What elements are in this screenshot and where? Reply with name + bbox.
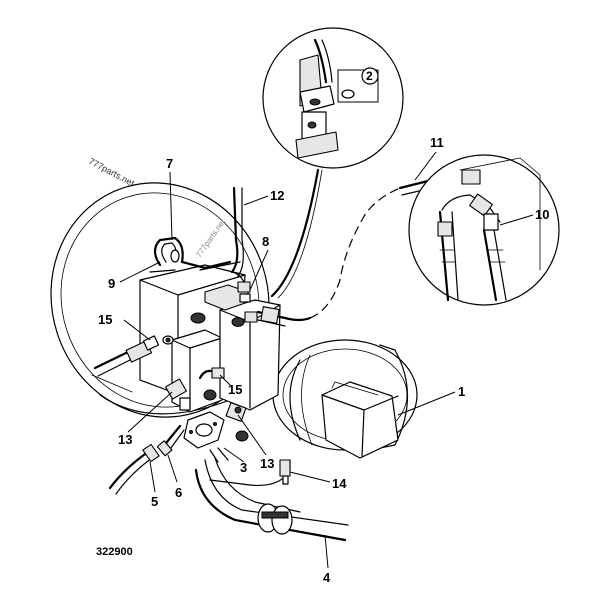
leader-lines [119, 151, 534, 569]
hoses-item-5-6 [108, 424, 185, 495]
fitting-item-14 [279, 459, 291, 485]
motor-valve-blocks [139, 264, 281, 442]
callout-2-inset: 2 [366, 69, 373, 83]
inset-pointer-top [270, 168, 320, 298]
watermark-text-faint: 777parts.net [194, 217, 227, 259]
fittings-item-13 [165, 378, 247, 422]
callout-3: 3 [240, 460, 247, 475]
callout-10: 10 [535, 207, 549, 222]
callout-6: 6 [175, 485, 182, 500]
callout-14: 14 [332, 476, 347, 491]
callout-15-left: 15 [98, 312, 112, 327]
callout-1: 1 [458, 384, 465, 399]
callout-15-lower: 15 [228, 382, 242, 397]
flange-item-3 [183, 411, 225, 449]
fitting-item-15-lower [198, 367, 225, 380]
hub-cap-block [321, 381, 399, 459]
callout-8: 8 [262, 234, 269, 249]
callout-7: 7 [166, 156, 173, 171]
pipe-loop-item-7 [149, 236, 241, 273]
fitting-item-8 [237, 281, 258, 323]
inset-pointer-top-edge [277, 169, 323, 299]
left-hose-assembly [93, 335, 160, 377]
lower-hose-bundle-item-4 [194, 447, 349, 542]
inset-detail-right [408, 154, 560, 306]
callout-13-left: 13 [118, 432, 132, 447]
callout-13-right: 13 [260, 456, 274, 471]
inset-detail-top [262, 27, 404, 169]
watermark-text: 777parts.net [87, 156, 136, 189]
callout-12: 12 [270, 188, 284, 203]
callout-4: 4 [323, 570, 331, 585]
callout-9: 9 [108, 276, 115, 291]
callout-labels: 1 3 4 5 6 7 8 9 10 11 12 13 13 14 15 15 … [98, 69, 549, 585]
callout-11: 11 [430, 135, 444, 150]
callout-5: 5 [151, 494, 158, 509]
drawing-number: 322900 [96, 546, 133, 558]
